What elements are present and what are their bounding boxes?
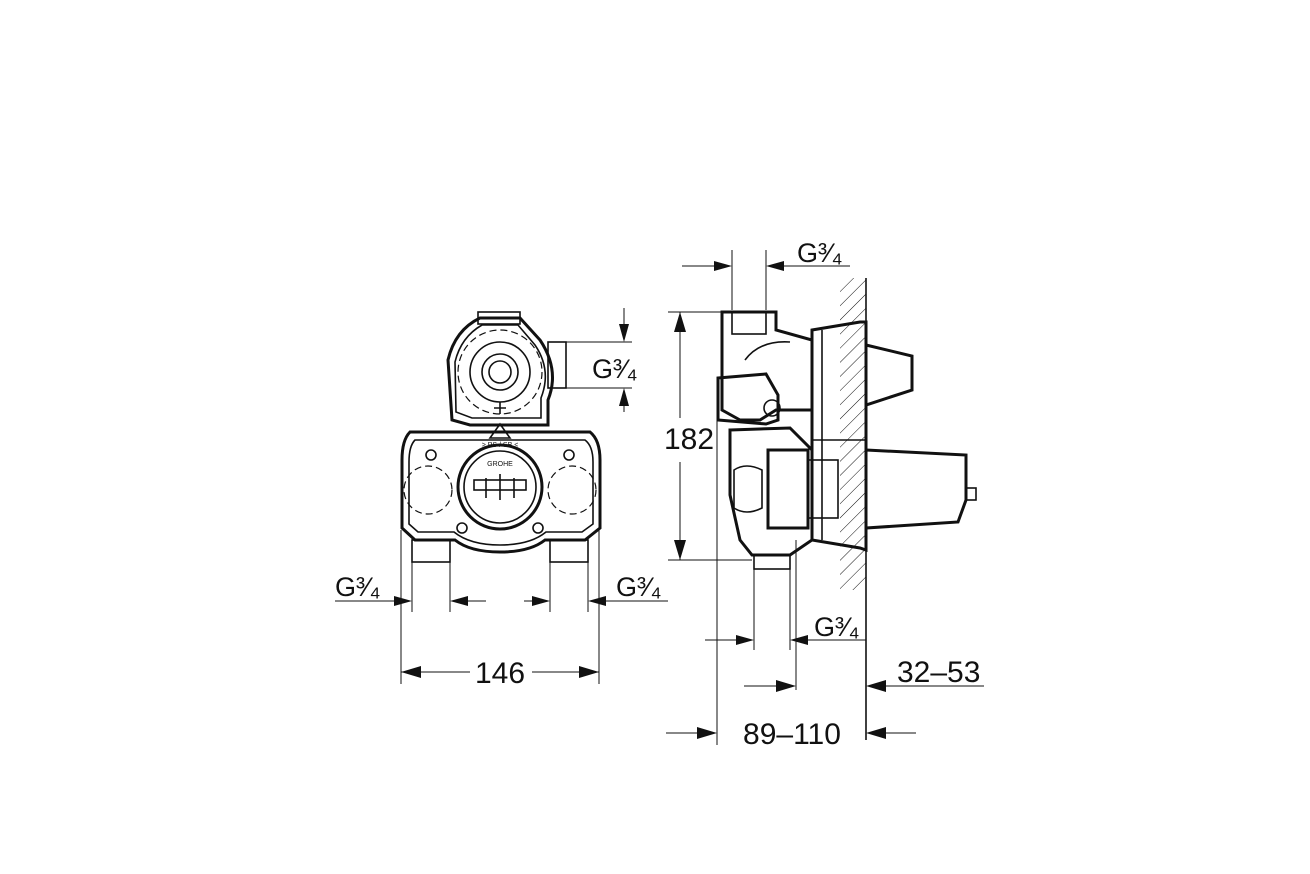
arrow-head — [866, 680, 886, 692]
arrow-head — [766, 261, 784, 271]
upper-valve-dash — [457, 329, 543, 415]
left-screw — [425, 449, 437, 461]
valve-curve — [744, 341, 791, 361]
front-top-cap — [477, 311, 521, 325]
upper-valve-ring — [469, 341, 531, 403]
lower-valve-side — [733, 465, 763, 513]
main-valve-ring — [456, 443, 544, 531]
lower-valve-body — [728, 426, 814, 557]
arrow-head — [866, 727, 886, 739]
right-boss-dash — [547, 465, 597, 515]
front-upper-housing-inner — [454, 324, 547, 419]
arrow-head — [588, 596, 606, 606]
brand-mark: GROHE — [487, 461, 513, 468]
width-dimension: 146 — [475, 657, 525, 690]
lower-protrusion — [864, 448, 968, 530]
wall-depth-dimension: 32–53 — [897, 656, 980, 689]
arrow-head — [674, 312, 686, 332]
arrow-head — [450, 596, 468, 606]
arrow-head — [619, 388, 629, 406]
side-top-thread-label: G³⁄₄ — [797, 238, 843, 268]
lower-valve-stem — [807, 459, 839, 519]
arrow-head — [736, 635, 754, 645]
main-valve-detail — [485, 474, 515, 500]
wall-hatching — [840, 278, 866, 590]
arrow-head — [401, 666, 421, 678]
upper-cartridge — [716, 372, 780, 426]
arrow-head — [394, 596, 412, 606]
upper-protrusion — [864, 343, 914, 408]
upper-valve-inner — [481, 353, 519, 391]
front-left-thread-label: G³⁄₄ — [335, 572, 381, 602]
front-view: > PS / SB < GROHE G — [335, 308, 668, 690]
height-dimension: 182 — [664, 423, 714, 456]
arrow-head — [579, 666, 599, 678]
arrow-head — [674, 540, 686, 560]
side-view: G³⁄₄ 182 G³⁄₄ 32–53 89–110 — [664, 238, 984, 751]
upper-valve-body — [720, 310, 814, 422]
upper-cartridge-knob — [763, 399, 781, 417]
arrow-head — [532, 596, 550, 606]
left-outlet-pipe — [411, 539, 451, 563]
depth-dimension: 89–110 — [743, 718, 841, 751]
front-lower-body-inner — [408, 439, 594, 546]
arrow-head — [790, 635, 808, 645]
upper-valve-core — [488, 360, 512, 384]
front-top-thread-label: G³⁄₄ — [592, 354, 638, 384]
arrow-head — [714, 261, 732, 271]
left-boss-dash — [403, 465, 453, 515]
lower-valve-cap — [766, 448, 810, 530]
right-outlet-pipe — [549, 539, 589, 563]
bottom-outlet — [753, 554, 791, 570]
front-lower-body — [400, 430, 602, 554]
arrow-head — [619, 324, 629, 342]
left-bottom-screw — [456, 522, 468, 534]
lower-protrusion-tip — [965, 487, 977, 501]
front-upper-housing — [446, 316, 554, 427]
arrow-head — [776, 680, 796, 692]
small-arrow-symbol — [494, 402, 506, 414]
right-bottom-screw — [532, 522, 544, 534]
arrow-head — [697, 727, 717, 739]
front-right-thread-label: G³⁄₄ — [616, 572, 662, 602]
main-valve-inner — [463, 450, 537, 524]
right-screw — [563, 449, 575, 461]
side-bottom-thread-label: G³⁄₄ — [814, 612, 860, 642]
top-inlet-nut — [731, 311, 767, 335]
front-side-outlet — [547, 341, 567, 389]
